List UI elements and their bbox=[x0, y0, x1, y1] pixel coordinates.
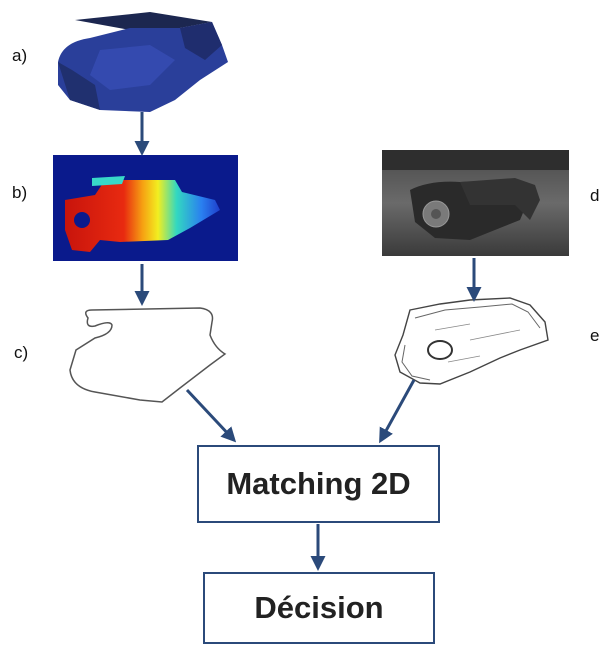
matching-2d-box: Matching 2D bbox=[197, 445, 440, 523]
3d-model-image bbox=[58, 12, 228, 112]
label-b: b) bbox=[12, 183, 28, 202]
depth-map-image bbox=[53, 155, 238, 261]
model-contour-image bbox=[69, 307, 227, 403]
label-d: d bbox=[590, 186, 600, 205]
label-e: e bbox=[590, 326, 600, 345]
label-c: c) bbox=[14, 343, 29, 362]
matching-2d-label: Matching 2D bbox=[226, 466, 411, 501]
decision-label: Décision bbox=[254, 590, 384, 625]
arrow-c-to-matching bbox=[185, 388, 237, 443]
edge-contour-image bbox=[394, 297, 549, 385]
decision-box: Décision bbox=[203, 572, 435, 644]
camera-image bbox=[382, 150, 569, 256]
label-a: a) bbox=[12, 46, 28, 65]
arrow-e-to-matching bbox=[379, 379, 416, 444]
